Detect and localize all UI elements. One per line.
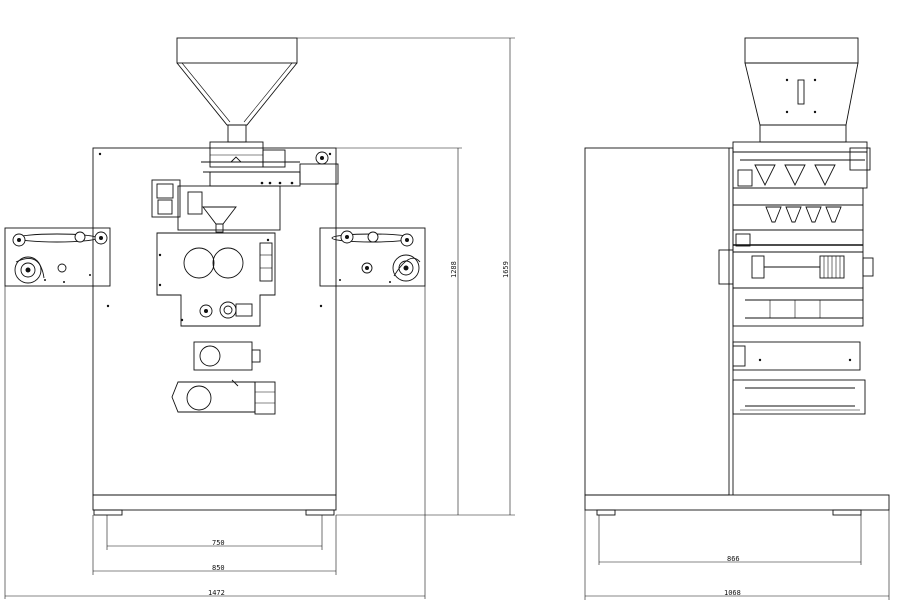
front-upper-mechanism (151, 141, 339, 233)
side-lower-modules (732, 341, 866, 415)
dim-front-cabinet-height: 1288 (450, 261, 458, 278)
dim-front-total-height: 1659 (502, 261, 510, 278)
front-hopper (176, 37, 298, 143)
side-view: 866 1068 (584, 37, 890, 600)
dim-front-total-width: 1472 (208, 589, 225, 597)
front-base (92, 494, 337, 516)
side-roller-assembly (718, 229, 874, 289)
front-lower-modules (171, 341, 276, 415)
side-top-mechanism (732, 141, 871, 189)
dim-side-inner-width: 866 (727, 555, 740, 563)
front-cabinet (92, 147, 337, 496)
front-view: 750 850 1472 1288 1659 (4, 37, 515, 599)
front-dimensions (4, 37, 515, 599)
dim-front-inner-width: 750 (212, 539, 225, 547)
front-left-wing (4, 227, 111, 287)
side-dimensions (584, 510, 890, 600)
front-gear-plate (156, 232, 276, 327)
front-right-wing (319, 227, 426, 287)
side-cabinet (584, 147, 734, 496)
dim-side-total-width: 1068 (724, 589, 741, 597)
side-hopper (744, 37, 859, 143)
dim-front-frame-width: 850 (212, 564, 225, 572)
side-funnel-row (732, 187, 864, 231)
side-base (584, 494, 890, 516)
side-lower-frame (732, 287, 864, 327)
